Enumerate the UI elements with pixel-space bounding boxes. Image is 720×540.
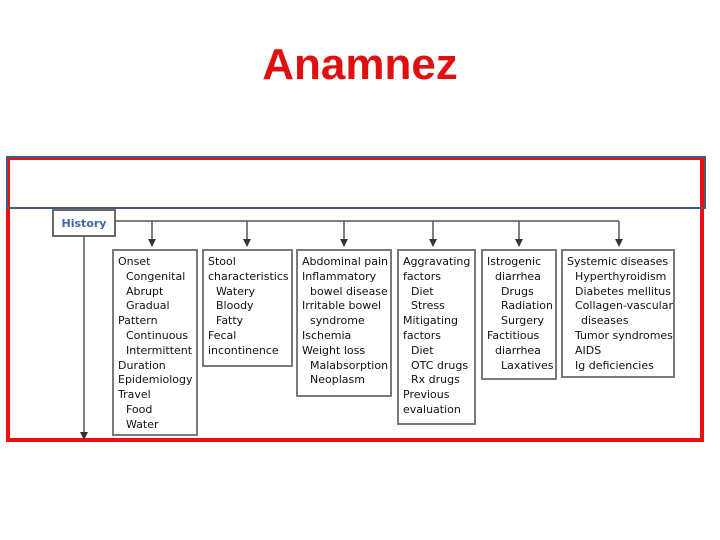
- systemic-line: Tumor syndromes: [575, 328, 673, 342]
- aggravating-line: Aggravating: [403, 255, 471, 268]
- abdominal-line: bowel disease: [310, 284, 388, 298]
- branch-onset: [148, 221, 156, 247]
- onset-line: Water: [126, 417, 159, 431]
- iatrogenic-line: Radiation: [501, 299, 553, 313]
- systemic-line: Hyperthyroidism: [575, 269, 667, 283]
- stool-line: incontinence: [208, 343, 279, 357]
- stool-line: Fecal: [208, 328, 237, 342]
- onset-line: Abrupt: [126, 284, 164, 298]
- abdominal-line: Ischemia: [302, 328, 352, 342]
- iatrogenic-line: Laxatives: [501, 358, 554, 372]
- aggravating-line: factors: [403, 269, 441, 283]
- aggravating-line: factors: [403, 328, 441, 342]
- stool-line: Stool: [208, 255, 236, 268]
- abdominal-line: Weight loss: [302, 343, 366, 357]
- onset-line: Intermittent: [126, 343, 193, 357]
- onset-line: Pattern: [118, 314, 158, 328]
- onset-line: Congenital: [126, 269, 186, 283]
- abdominal-line: Neoplasm: [310, 373, 365, 387]
- stool-line: Watery: [216, 284, 256, 298]
- systemic-line: Systemic diseases: [567, 255, 669, 268]
- branch-aggravating: [429, 221, 437, 247]
- aggravating-line: Diet: [411, 284, 434, 298]
- abdominal-line: Irritable bowel: [302, 299, 382, 313]
- systemic-line: Diabetes mellitus: [575, 284, 671, 298]
- iatrogenic-line: Factitious: [487, 328, 540, 342]
- onset-line: Epidemiology: [118, 373, 193, 387]
- branch-systemic: [615, 221, 623, 247]
- branch-stool: [243, 221, 251, 247]
- stool-line: characteristics: [208, 269, 289, 283]
- onset-line: Travel: [118, 388, 151, 402]
- iatrogenic-line: diarrhea: [495, 343, 541, 357]
- abdominal-line: Abdominal pain: [302, 255, 389, 268]
- onset-line: Duration: [118, 358, 166, 372]
- abdominal-line: syndrome: [310, 314, 365, 328]
- systemic-line: diseases: [581, 314, 629, 328]
- abdominal-line: Inflammatory: [302, 269, 377, 283]
- branch-iatrogenic: [515, 221, 523, 247]
- diagram-frame: [6, 156, 704, 442]
- onset-line: Gradual: [126, 299, 170, 313]
- iatrogenic-line: Surgery: [501, 314, 545, 328]
- stool-line: Bloody: [216, 299, 254, 313]
- systemic-line: Ig deficiencies: [575, 358, 654, 372]
- aggravating-line: Diet: [411, 343, 434, 357]
- stool-line: Fatty: [216, 314, 244, 328]
- iatrogenic-line: Istrogenic: [487, 255, 542, 268]
- iatrogenic-line: Drugs: [501, 284, 534, 298]
- aggravating-line: Stress: [411, 299, 445, 313]
- branch-abdominal: [340, 221, 348, 247]
- diagram-header-banner: [6, 156, 706, 209]
- history-trunk-arrowhead: [80, 432, 88, 440]
- onset-line: Onset: [118, 255, 151, 268]
- abdominal-line: Malabsorption: [310, 358, 389, 372]
- aggravating-line: Mitigating: [403, 314, 458, 328]
- aggravating-line: evaluation: [403, 402, 461, 416]
- aggravating-line: Previous: [403, 388, 450, 402]
- slide-title: Anamnez: [262, 40, 458, 89]
- aggravating-line: Rx drugs: [411, 373, 460, 387]
- aggravating-line: OTC drugs: [411, 358, 469, 372]
- history-root-box: History: [52, 209, 116, 237]
- onset-line: Food: [126, 402, 153, 416]
- systemic-line: AIDS: [575, 343, 602, 357]
- onset-line: Continuous: [126, 328, 189, 342]
- systemic-line: Collagen-vascular: [575, 299, 673, 313]
- iatrogenic-line: diarrhea: [495, 269, 541, 283]
